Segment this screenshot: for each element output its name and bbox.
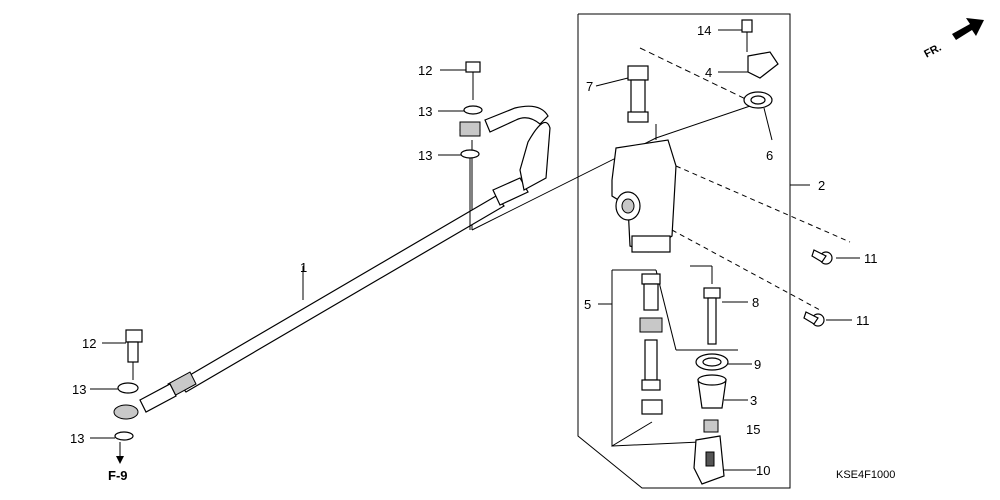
callout-4: 4 [705,65,712,80]
front-direction-arrow: FR. [922,18,984,61]
callout-6: 6 [766,148,773,163]
reference-label: F-9 [108,468,128,483]
reservoir-joint [627,47,757,140]
push-rod [690,265,721,345]
callout-10: 10 [756,463,770,478]
callout-13d: 13 [70,431,84,446]
leader-lines [90,29,860,471]
callout-labels: 1 2 3 4 5 6 7 8 9 10 11 11 12 12 13 13 1… [70,23,878,478]
catalog-code: KSE4F1000 [836,469,895,481]
callout-12a: 12 [418,63,432,78]
callout-12b: 12 [82,336,96,351]
joint-plate-and-oring [741,19,779,141]
piston-kit [611,269,738,447]
callout-13a: 13 [418,104,432,119]
lower-hose-fittings [113,329,143,464]
callout-14: 14 [697,23,711,38]
direction-label: FR. [922,42,943,61]
callout-3: 3 [750,393,757,408]
callout-7: 7 [586,79,593,94]
callout-15: 15 [746,422,760,437]
upper-hose-fittings [459,61,483,230]
callout-11b: 11 [856,313,870,328]
callout-13b: 13 [418,148,432,163]
callout-5: 5 [584,297,591,312]
callout-8: 8 [752,295,759,310]
callout-13c: 13 [72,382,86,397]
callout-11a: 11 [864,251,878,266]
callout-2: 2 [818,178,825,193]
brake-hose [139,105,551,413]
callout-9: 9 [754,357,761,372]
master-cylinder-body [611,139,851,311]
callout-1: 1 [300,260,307,275]
mounting-bolts [803,249,833,327]
lower-components [611,353,729,485]
